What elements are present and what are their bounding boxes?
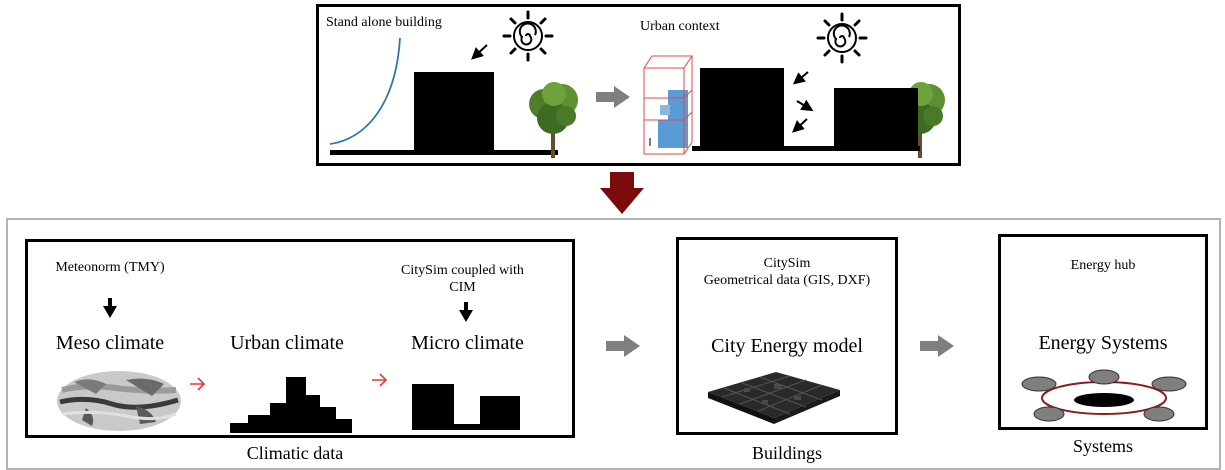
solar-arrow (792, 71, 809, 85)
geometrical-data-label: Geometrical data (GIS, DXF) (703, 273, 871, 288)
urban-building-left (700, 68, 784, 150)
urban-context-label: Urban context (640, 19, 720, 34)
red-arrow-icon (190, 377, 206, 391)
buildings-caption: Buildings (751, 443, 822, 463)
micro-climate-label: Micro climate (411, 332, 524, 354)
solar-arrow (792, 118, 808, 133)
citysim-coupled-label-line2: CIM (449, 280, 476, 295)
ground-line (692, 146, 920, 151)
down-arrow-icon (103, 298, 117, 318)
micro-climate-profile (412, 384, 520, 430)
solar-arrows (471, 44, 814, 133)
standalone-building-scene (329, 37, 558, 155)
ground-line (330, 150, 558, 155)
energy-systems-label: Energy Systems (1038, 332, 1168, 354)
energy-hub-network-icon (1021, 369, 1187, 422)
flow-arrow-right (596, 86, 630, 108)
standalone-building (414, 72, 494, 152)
urban-climate-profile (230, 377, 352, 433)
citysim-coupled-label-line1: CitySim coupled with (401, 263, 524, 278)
solar-arrow (471, 44, 488, 60)
urban-block-model (643, 55, 693, 155)
red-arrow-icon (372, 373, 388, 387)
flow-arrow-right (606, 335, 640, 357)
meteonorm-label: Meteonorm (TMY) (55, 260, 165, 275)
urban-climate-label: Urban climate (230, 332, 344, 354)
standalone-building-label: Stand alone building (326, 15, 442, 30)
hub-node (1021, 376, 1057, 392)
urban-building-right (834, 88, 918, 150)
sun-icon (502, 10, 554, 62)
climatic-data-caption: Climatic data (246, 443, 344, 463)
down-arrow-icon (459, 302, 473, 322)
systems-caption: Systems (1072, 436, 1133, 456)
energy-demand-curve (329, 37, 401, 145)
citysim-coupled-label: CitySim coupled with CIM (380, 262, 545, 296)
flow-arrow-right (920, 335, 954, 357)
energy-hub-label: Energy hub (1070, 258, 1136, 273)
main-flow-arrow-down (600, 172, 644, 214)
hub-node (1143, 406, 1175, 422)
hub-node (1151, 376, 1187, 392)
hub-node (1033, 406, 1065, 422)
city-3d-model-icon (708, 372, 840, 424)
city-energy-model-label: City Energy model (711, 335, 863, 357)
citysim-label: CitySim (763, 256, 811, 271)
meso-climate-label: Meso climate (55, 332, 165, 354)
hub-node (1088, 369, 1120, 385)
solar-arrow (796, 99, 814, 112)
world-map-icon (57, 371, 181, 431)
tree-icon (529, 82, 578, 158)
sun-icon (816, 12, 868, 64)
urban-context-scene (643, 55, 920, 155)
